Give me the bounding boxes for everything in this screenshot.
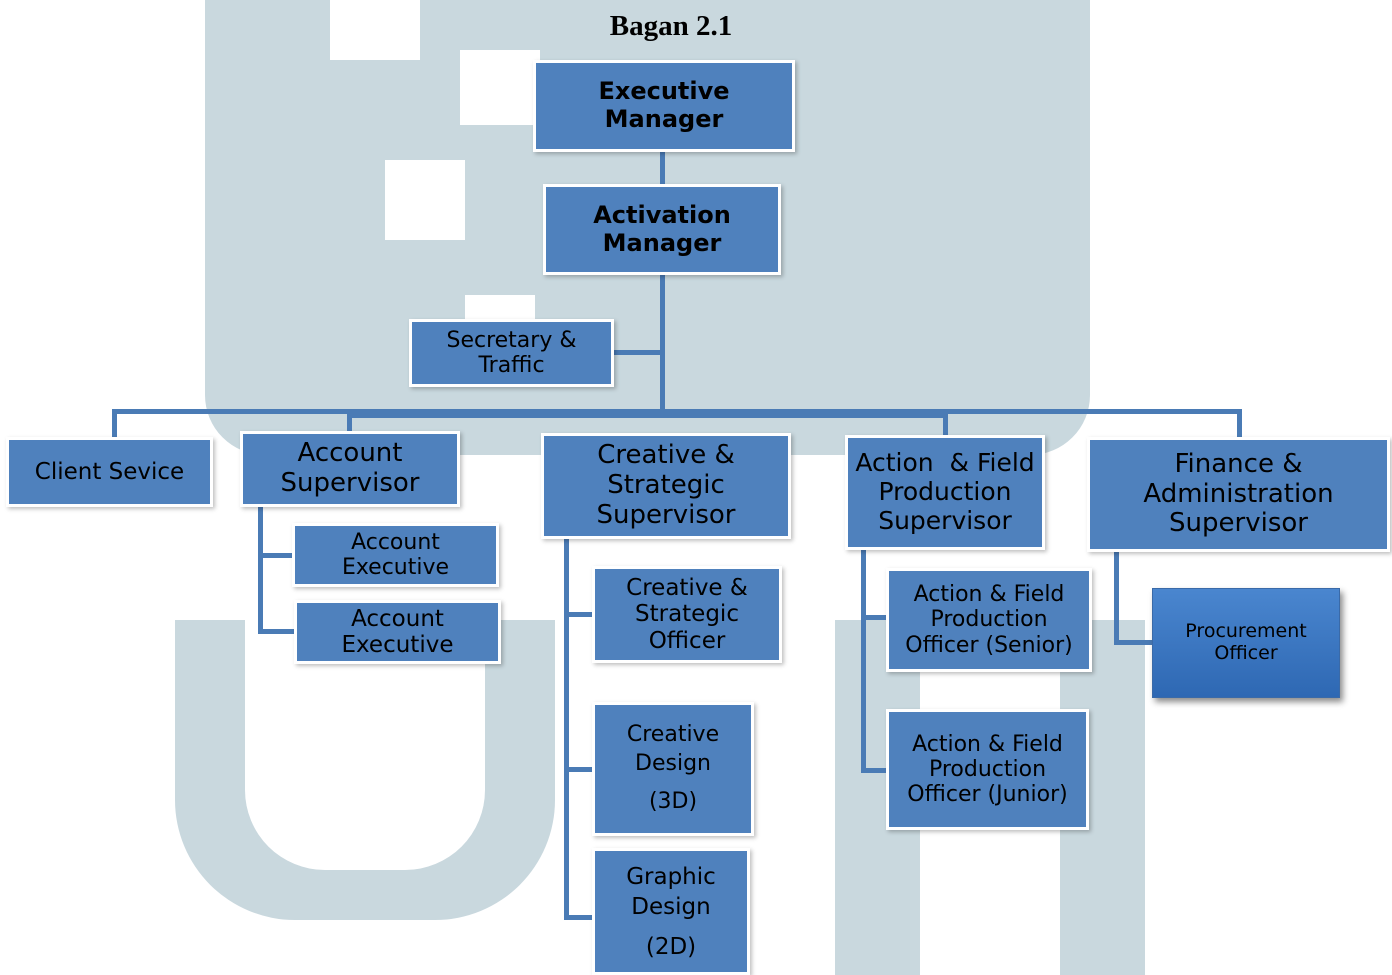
graphic-design-label: (2D) <box>645 933 697 960</box>
activation-manager-label: Activation <box>593 200 731 229</box>
account-executive-label: Executive <box>341 632 454 658</box>
action-field-officer-senior-label: Officer (Senior) <box>905 632 1073 658</box>
account-supervisor-label: Supervisor <box>280 468 420 498</box>
creative-strategic-supervisor-label: Creative & <box>597 440 735 471</box>
procurement-officer-label: Officer <box>1214 642 1278 664</box>
action-field-supervisor-label: Action & Field <box>855 448 1035 478</box>
connector <box>112 409 117 441</box>
secretary-traffic-box: Secretary & Traffic <box>409 319 614 387</box>
connector <box>564 612 596 617</box>
action-field-officer-junior-label: Production <box>928 756 1047 782</box>
account-executive-box: Account Executive <box>294 600 501 664</box>
secretary-traffic-label: Secretary & <box>446 327 577 353</box>
action-field-officer-junior-label: Officer (Junior) <box>907 782 1068 808</box>
creative-strategic-officer-label: Strategic Officer <box>635 601 739 654</box>
procurement-officer-label: Procurement <box>1185 620 1307 643</box>
procurement-officer-box: Procurement Officer <box>1152 588 1340 698</box>
action-field-officer-senior-label: Action & Field <box>913 582 1065 608</box>
finance-admin-supervisor-label: Supervisor <box>1169 508 1308 539</box>
creative-design-label: Design <box>635 750 711 776</box>
graphic-design-label: Design <box>631 893 711 920</box>
connector <box>1237 409 1242 441</box>
creative-strategic-supervisor-box: Creative & Strategic Supervisor <box>541 433 791 539</box>
chart-title: Bagan 2.1 <box>609 10 733 42</box>
action-field-supervisor-box: Action & Field Production Supervisor <box>845 435 1045 550</box>
executive-manager-label: Executive Manager <box>598 77 730 133</box>
account-supervisor-label: Account <box>297 438 403 469</box>
creative-strategic-officer-label: Creative & <box>626 574 748 601</box>
watermark-square <box>385 160 465 240</box>
action-field-officer-senior-label: Production <box>930 607 1048 633</box>
account-executive-label: Account <box>351 605 444 632</box>
creative-strategic-officer-box: Creative & Strategic Officer <box>592 566 782 663</box>
connector <box>347 409 352 433</box>
account-executive-label: Account <box>351 529 440 555</box>
action-field-officer-junior-box: Action & Field Production Officer (Junio… <box>886 709 1089 830</box>
connector <box>258 503 263 633</box>
watermark-square <box>330 0 420 60</box>
connector <box>660 273 665 418</box>
creative-design-label: Creative <box>626 722 720 748</box>
executive-manager-box: Executive Manager <box>533 60 795 152</box>
connector <box>112 409 1242 414</box>
connector <box>861 545 866 773</box>
finance-admin-supervisor-label: Finance & <box>1174 448 1303 479</box>
activation-manager-box: Activation Manager <box>543 184 781 275</box>
action-field-supervisor-label: Supervisor <box>878 505 1012 535</box>
creative-strategic-supervisor-label: Strategic <box>607 470 725 501</box>
creative-design-label: (3D) <box>648 789 698 815</box>
connector <box>660 150 665 185</box>
connector <box>612 350 662 355</box>
creative-strategic-supervisor-label: Supervisor <box>596 499 736 530</box>
finance-admin-supervisor-box: Finance & Administration Supervisor <box>1087 437 1390 552</box>
graphic-design-label: Graphic <box>626 864 716 890</box>
connector <box>943 414 948 438</box>
account-executive-label: Executive <box>341 555 450 580</box>
activation-manager-label: Manager <box>602 228 722 257</box>
action-field-officer-junior-label: Action & Field <box>912 731 1063 757</box>
connector <box>350 414 948 418</box>
action-field-officer-senior-box: Action & Field Production Officer (Senio… <box>886 568 1092 672</box>
secretary-traffic-label: Traffic <box>478 353 545 378</box>
action-field-supervisor-label: Production <box>878 477 1012 507</box>
watermark-square <box>460 50 540 125</box>
account-supervisor-box: Account Supervisor <box>240 431 460 507</box>
connector <box>1114 548 1119 645</box>
connector <box>1114 640 1154 645</box>
connector <box>861 768 888 773</box>
client-service-label: Client Sevice <box>34 458 185 485</box>
connector <box>258 553 296 558</box>
account-executive-box: Account Executive <box>292 523 499 587</box>
connector <box>564 767 596 772</box>
connector <box>861 615 888 620</box>
finance-admin-supervisor-label: Administration <box>1143 478 1334 509</box>
client-service-box: Client Sevice <box>6 437 213 507</box>
connector <box>564 915 596 920</box>
creative-design-3d-box: Creative Design (3D) <box>592 702 754 836</box>
connector <box>564 535 569 920</box>
connector <box>258 629 298 634</box>
graphic-design-2d-box: Graphic Design (2D) <box>592 848 750 975</box>
